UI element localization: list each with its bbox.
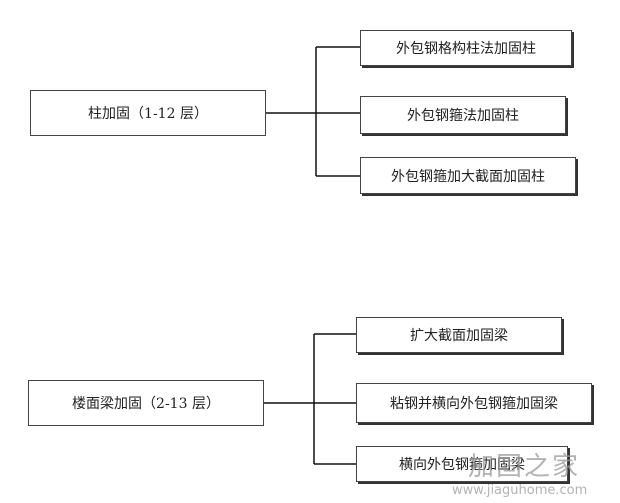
child-label-column-1: 外包钢格构柱法加固柱 bbox=[396, 41, 536, 57]
child-box-beam-3: 横向外包钢箍加固梁 bbox=[356, 446, 568, 482]
watermark-url: www.jiaguhome.com bbox=[452, 483, 588, 498]
child-box-column-2: 外包钢箍法加固柱 bbox=[360, 96, 566, 134]
child-box-column-1: 外包钢格构柱法加固柱 bbox=[360, 30, 572, 66]
child-label-beam-3: 横向外包钢箍加固梁 bbox=[399, 457, 525, 473]
root-box-column: 柱加固（1-12 层） bbox=[30, 90, 266, 136]
root-label-column: 柱加固（1-12 层） bbox=[88, 106, 208, 122]
child-label-column-2: 外包钢箍法加固柱 bbox=[407, 108, 519, 124]
child-box-beam-2: 粘钢并横向外包钢箍加固梁 bbox=[356, 383, 592, 423]
child-label-column-3: 外包钢箍加大截面加固柱 bbox=[391, 168, 545, 185]
child-label-beam-2: 粘钢并横向外包钢箍加固梁 bbox=[390, 396, 558, 412]
root-box-beam: 楼面梁加固（2-13 层） bbox=[28, 380, 264, 426]
root-label-beam: 楼面梁加固（2-13 层） bbox=[72, 396, 220, 412]
child-box-beam-1: 扩大截面加固梁 bbox=[356, 317, 562, 353]
watermark-logo: 加固之家 bbox=[468, 452, 581, 482]
child-label-beam-1: 扩大截面加固梁 bbox=[410, 328, 508, 344]
child-box-column-3: 外包钢箍加大截面加固柱 bbox=[360, 157, 576, 194]
